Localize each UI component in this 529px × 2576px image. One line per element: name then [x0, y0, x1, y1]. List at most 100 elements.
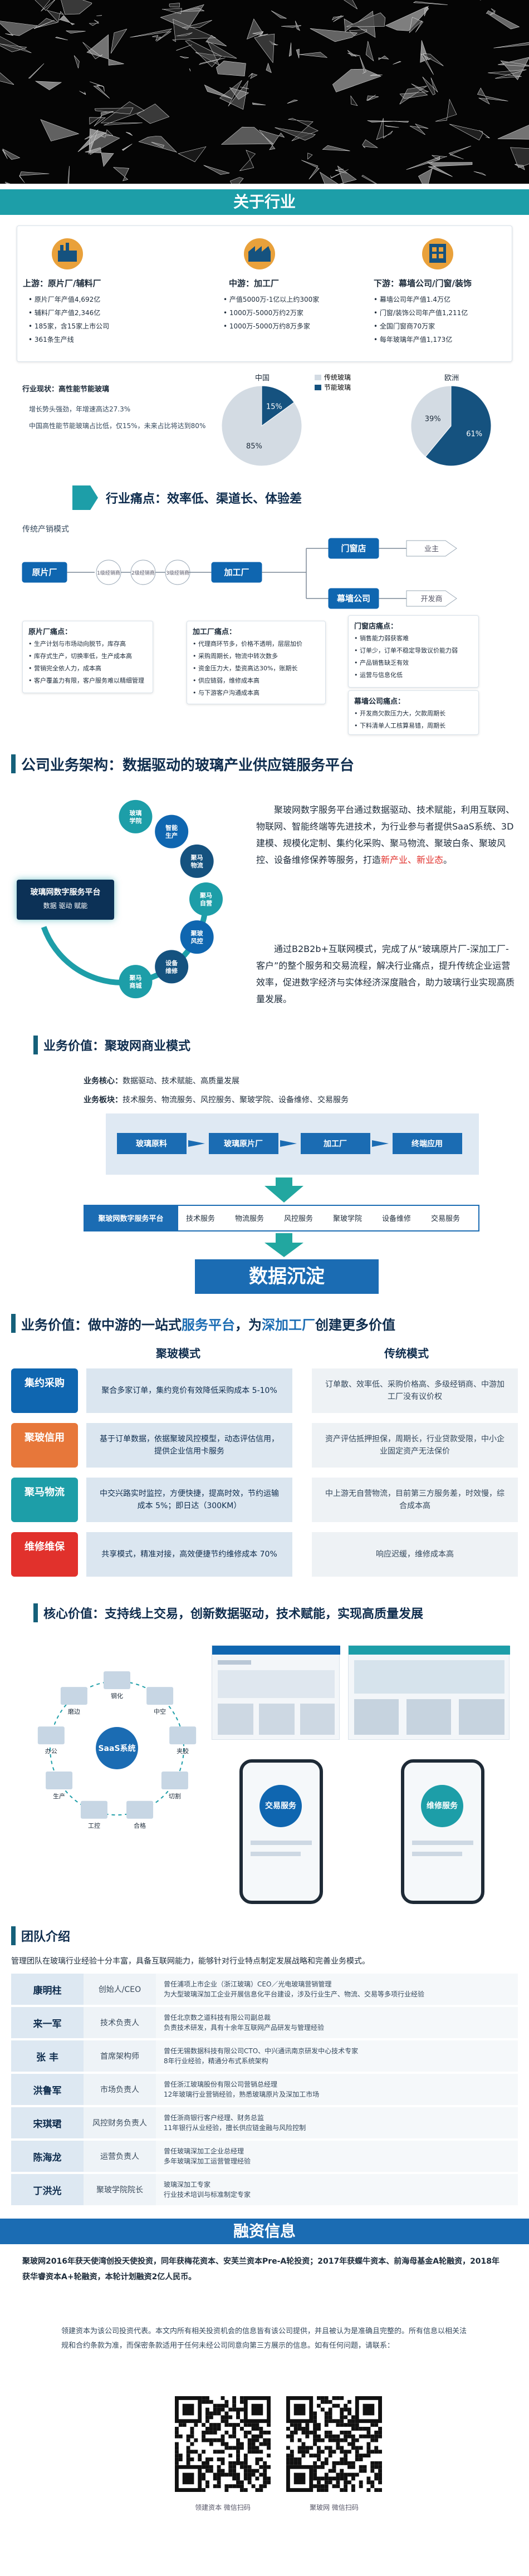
value2-title-d: 深加工厂 — [262, 1317, 315, 1333]
qr-module — [320, 2461, 325, 2465]
col-traditional-header: 传统模式 — [384, 1347, 429, 1360]
qr-module — [263, 2461, 267, 2465]
qr-module — [313, 2415, 317, 2420]
traditional-mode-cell: 订单散、效率低、采购价格高、多级经销商、中游加工厂没有议价权 — [312, 1368, 518, 1413]
qr-module — [239, 2419, 244, 2423]
qr-module — [205, 2400, 209, 2404]
qr-module — [236, 2446, 240, 2450]
qr-module — [378, 2469, 382, 2473]
qr-module — [259, 2450, 263, 2454]
qr-module — [347, 2480, 351, 2485]
qr-module — [378, 2480, 382, 2485]
qr-module — [374, 2446, 379, 2450]
qr-module — [267, 2442, 271, 2446]
module-label: 聚马 — [190, 854, 203, 861]
glass-shard — [359, 56, 366, 74]
qr-module — [286, 2427, 290, 2431]
qr-module — [290, 2457, 294, 2461]
qr-module — [336, 2461, 340, 2465]
list-item: • 代理商环节多，价格不透明，层层加价 — [193, 640, 302, 647]
qr-module — [190, 2434, 194, 2438]
glass-shard — [33, 18, 58, 29]
glass-shard — [85, 147, 114, 167]
data-sink — [195, 1259, 379, 1294]
qr-module — [228, 2461, 233, 2465]
qr-finder-center — [182, 2472, 194, 2485]
phone-line — [412, 1852, 462, 1856]
module-label: 物流 — [191, 861, 203, 869]
qr-caption-2: 聚玻网 微信扫码 — [310, 2504, 359, 2511]
qr-module — [217, 2484, 221, 2489]
qr-module — [355, 2427, 359, 2431]
qr-module — [378, 2488, 382, 2492]
qr-module — [209, 2430, 213, 2435]
qr-module — [217, 2469, 221, 2473]
qr-module — [313, 2419, 317, 2423]
qr-module — [247, 2442, 252, 2446]
qr-module — [209, 2415, 213, 2420]
qr-module — [205, 2484, 209, 2489]
glass-shard — [365, 41, 374, 62]
qr-module — [347, 2419, 351, 2423]
qr-module — [259, 2434, 263, 2438]
qr-module — [255, 2476, 259, 2481]
value1-heading: 业务价值：聚玻网商业模式 — [33, 1033, 190, 1057]
qr-module — [366, 2434, 371, 2438]
module-circle — [155, 950, 189, 984]
qr-module — [374, 2461, 379, 2465]
qr-module — [221, 2457, 225, 2461]
qr-module — [236, 2476, 240, 2481]
qr-module — [336, 2396, 340, 2400]
qr-module — [370, 2438, 375, 2442]
heading-bar — [33, 1036, 38, 1054]
glass-shard — [362, 139, 379, 148]
qr-module — [324, 2434, 329, 2438]
qr-module — [363, 2454, 367, 2458]
workstation-label: 磨边 — [68, 1708, 80, 1715]
qr-module — [290, 2430, 294, 2435]
workstation-label: 切割 — [169, 1792, 181, 1800]
glass-shard — [138, 136, 178, 153]
qr-module — [344, 2423, 348, 2427]
end-node — [406, 540, 457, 557]
qr-module — [247, 2480, 252, 2485]
qr-module — [186, 2461, 190, 2465]
qr-module — [239, 2484, 244, 2489]
list-item: • 每年玻璃年产值1,173亿 — [374, 336, 453, 344]
module-circle — [119, 799, 153, 833]
jubo-mode-cell: 中交兴路实时监控，方便快捷，提高时效，节约运输成本 5%；即日达（300KM） — [86, 1478, 292, 1522]
qr-module — [340, 2472, 344, 2477]
qr-module — [205, 2465, 209, 2469]
qr-module — [213, 2403, 217, 2408]
proc-pain-title: 加工厂痛点： — [193, 628, 237, 636]
qr-module — [355, 2454, 359, 2458]
qr-module — [340, 2469, 344, 2473]
qr-module — [263, 2438, 267, 2442]
qr-module — [317, 2423, 321, 2427]
qr-module — [213, 2430, 217, 2435]
workstation-label: 办公 — [45, 1748, 57, 1755]
qr-module — [336, 2442, 340, 2446]
module-label: 玻璃 — [129, 809, 141, 817]
list-item: • 185家，含15家上市公司 — [28, 322, 110, 330]
team-row: 洪鲁军市场负责人曾任浙江玻璃股份有限公司营销总经理 12年玻璃行业营销经验，熟悉… — [11, 2074, 518, 2105]
workstation-label: 钢化 — [111, 1692, 123, 1700]
qr-module — [363, 2434, 367, 2438]
qr-code-1[interactable] — [173, 2394, 273, 2494]
qr-module — [359, 2469, 363, 2473]
phone-line — [251, 1841, 312, 1845]
qr-module — [351, 2488, 355, 2492]
team-row: 宋琪珺风控财务负责人曾任浙商银行客户经理、财务总监 11年银行从业经验，擅长供应… — [11, 2107, 518, 2138]
list-item: • 库存式生产，切换率低，生产成本高 — [28, 652, 132, 660]
glass-shard — [422, 76, 438, 95]
glass-shard — [239, 150, 256, 171]
qr-module — [202, 2465, 206, 2469]
qr-module — [239, 2400, 244, 2404]
qr-module — [221, 2461, 225, 2465]
qr-code-2[interactable] — [284, 2394, 384, 2494]
qr-module — [243, 2454, 248, 2458]
qr-module — [213, 2450, 217, 2454]
qr-module — [347, 2465, 351, 2469]
qr-module — [251, 2438, 256, 2442]
